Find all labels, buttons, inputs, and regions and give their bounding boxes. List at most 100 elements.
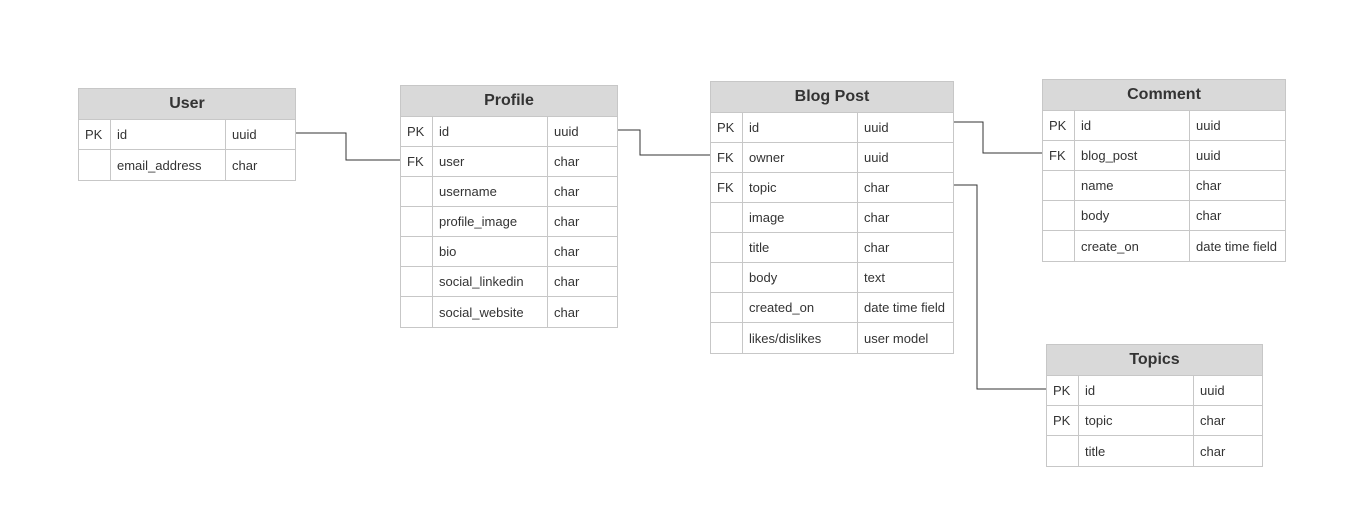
field-key: FK	[401, 147, 433, 176]
field-row[interactable]: FK owner uuid	[711, 143, 953, 173]
field-name: owner	[743, 143, 858, 172]
field-name: profile_image	[433, 207, 548, 236]
field-row[interactable]: PK id uuid	[711, 113, 953, 143]
field-name: name	[1075, 171, 1190, 200]
field-key: FK	[711, 173, 743, 202]
field-name: body	[743, 263, 858, 292]
field-row[interactable]: social_linkedin char	[401, 267, 617, 297]
field-row[interactable]: profile_image char	[401, 207, 617, 237]
field-row[interactable]: social_website char	[401, 297, 617, 327]
field-name: create_on	[1075, 231, 1190, 261]
field-row[interactable]: title char	[711, 233, 953, 263]
field-row[interactable]: PK id uuid	[79, 120, 295, 150]
field-type: uuid	[232, 127, 257, 142]
field-type: uuid	[1196, 118, 1221, 133]
field-row[interactable]: FK topic char	[711, 173, 953, 203]
field-key	[1043, 201, 1075, 230]
connector-user-profile	[296, 132, 400, 161]
field-key: FK	[711, 143, 743, 172]
field-name: title	[743, 233, 858, 262]
entity-comment[interactable]: Comment PK id uuid FK blog_post uuid nam…	[1042, 79, 1286, 262]
field-key: PK	[1043, 111, 1075, 140]
connector-blogpost-comment	[954, 121, 1042, 154]
entity-title: Blog Post	[711, 82, 953, 113]
field-key	[711, 293, 743, 322]
field-row[interactable]: likes/dislikes user model	[711, 323, 953, 353]
field-name: social_website	[433, 297, 548, 327]
field-type: char	[864, 180, 890, 195]
field-key	[401, 297, 433, 327]
field-row[interactable]: body text	[711, 263, 953, 293]
field-key	[1043, 171, 1075, 200]
field-name: body	[1075, 201, 1190, 230]
field-row[interactable]: title char	[1047, 436, 1262, 466]
entity-topics[interactable]: Topics PK id uuid PK topic char title ch…	[1046, 344, 1263, 467]
field-row[interactable]: email_address char	[79, 150, 295, 180]
field-type: char	[864, 210, 890, 225]
field-name: id	[1075, 111, 1190, 140]
field-key: PK	[1047, 376, 1079, 405]
field-type: uuid	[554, 124, 579, 139]
field-type: char	[554, 274, 580, 289]
field-row[interactable]: FK blog_post uuid	[1043, 141, 1285, 171]
field-row[interactable]: bio char	[401, 237, 617, 267]
field-type: char	[232, 157, 258, 173]
connector-blogpost-topics	[954, 184, 1046, 390]
field-row[interactable]: image char	[711, 203, 953, 233]
field-key: PK	[79, 120, 111, 149]
field-key	[711, 323, 743, 353]
field-type: char	[554, 184, 580, 199]
field-type: date time field	[864, 300, 945, 315]
field-row[interactable]: FK user char	[401, 147, 617, 177]
field-key: FK	[1043, 141, 1075, 170]
entity-title: Topics	[1047, 345, 1262, 376]
field-type: char	[1200, 413, 1226, 428]
connector-profile-blogpost	[618, 129, 710, 156]
field-name: topic	[1079, 406, 1194, 435]
field-row[interactable]: PK id uuid	[1047, 376, 1262, 406]
field-key: PK	[1047, 406, 1079, 435]
field-type: char	[1196, 178, 1222, 193]
entity-blog-post[interactable]: Blog Post PK id uuid FK owner uuid FK to…	[710, 81, 954, 354]
field-key	[711, 203, 743, 232]
field-type: char	[554, 214, 580, 229]
field-key	[401, 267, 433, 296]
field-row[interactable]: body char	[1043, 201, 1285, 231]
field-name: username	[433, 177, 548, 206]
field-name: topic	[743, 173, 858, 202]
field-type: char	[554, 304, 580, 320]
field-row[interactable]: PK id uuid	[401, 117, 617, 147]
field-name: id	[1079, 376, 1194, 405]
field-key	[1047, 436, 1079, 466]
field-key	[401, 177, 433, 206]
field-name: social_linkedin	[433, 267, 548, 296]
field-name: email_address	[111, 150, 226, 180]
field-type: uuid	[864, 150, 889, 165]
field-row[interactable]: created_on date time field	[711, 293, 953, 323]
field-type: char	[554, 244, 580, 259]
field-key	[1043, 231, 1075, 261]
field-type: char	[554, 154, 580, 169]
entity-title: User	[79, 89, 295, 120]
entity-title: Profile	[401, 86, 617, 117]
field-name: likes/dislikes	[743, 323, 858, 353]
field-type: char	[1196, 208, 1222, 223]
field-type: char	[1200, 443, 1226, 459]
field-name: id	[743, 113, 858, 142]
field-name: image	[743, 203, 858, 232]
field-row[interactable]: PK topic char	[1047, 406, 1262, 436]
entity-user[interactable]: User PK id uuid email_address char	[78, 88, 296, 181]
field-type: uuid	[1196, 148, 1221, 163]
field-name: title	[1079, 436, 1194, 466]
field-row[interactable]: create_on date time field	[1043, 231, 1285, 261]
field-row[interactable]: PK id uuid	[1043, 111, 1285, 141]
field-row[interactable]: name char	[1043, 171, 1285, 201]
field-name: blog_post	[1075, 141, 1190, 170]
field-type: uuid	[1200, 383, 1225, 398]
field-key	[711, 263, 743, 292]
entity-profile[interactable]: Profile PK id uuid FK user char username…	[400, 85, 618, 328]
field-type: char	[864, 240, 890, 255]
field-row[interactable]: username char	[401, 177, 617, 207]
field-name: id	[111, 120, 226, 149]
field-key	[79, 150, 111, 180]
